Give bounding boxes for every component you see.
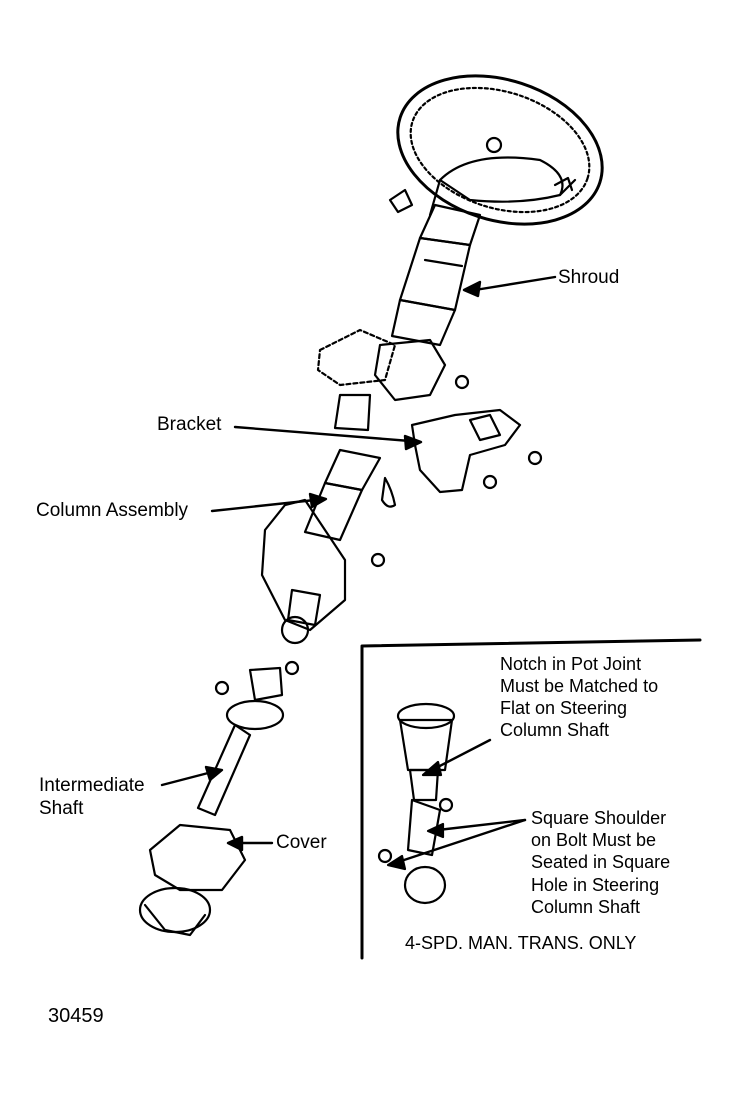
- inset-square-line-3: Seated in Square: [531, 852, 671, 872]
- label-bracket: Bracket: [157, 414, 222, 435]
- inset-notch-line-4: Column Shaft: [500, 720, 610, 740]
- steering-wheel: [388, 74, 604, 226]
- leader-lines: [160, 275, 557, 852]
- bracket-assembly: [316, 328, 543, 508]
- upper-column-shroud: [390, 203, 482, 347]
- label-cover: Cover: [276, 832, 327, 853]
- inset-box: [360, 638, 702, 960]
- inset-square-line-2: on Bolt Must be: [531, 830, 657, 850]
- figure-number: 30459: [48, 1005, 104, 1027]
- inset-caption: 4-SPD. MAN. TRANS. ONLY: [405, 933, 637, 953]
- label-intermediate: Intermediate: [39, 775, 145, 796]
- column-assembly: [260, 448, 386, 645]
- label-shaft: Shaft: [39, 798, 84, 819]
- inset-notch-line-1: Notch in Pot Joint: [500, 654, 642, 674]
- intermediate-shaft: [138, 660, 300, 937]
- inset-notch-line-3: Flat on Steering: [500, 698, 628, 718]
- inset-square-line-4: Hole in Steering: [531, 875, 660, 895]
- inset-notch-line-2: Must be Matched to: [500, 676, 659, 696]
- inset-square-line-5: Column Shaft: [531, 897, 641, 917]
- inset-square-line-1: Square Shoulder: [531, 808, 667, 828]
- label-column-assembly: Column Assembly: [36, 500, 189, 521]
- label-shroud: Shroud: [558, 267, 620, 288]
